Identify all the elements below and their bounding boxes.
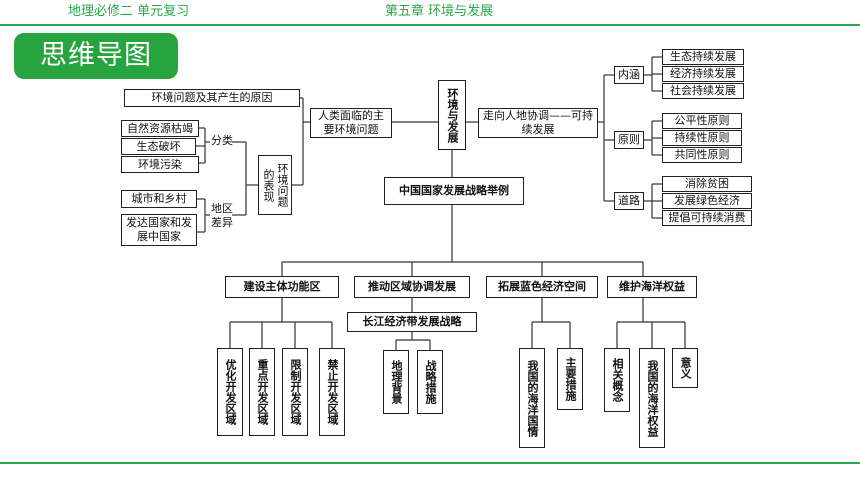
daolu-item-3: 提倡可持续消费: [662, 210, 752, 226]
diqu-item-2: 发达国家和发展中国家: [121, 214, 197, 246]
quyu-item-1: 地理背景: [383, 350, 409, 414]
daolu-item-2: 发展绿色经济: [662, 193, 752, 209]
header-center: 第五章 环境与发展: [385, 4, 494, 19]
strategy-node: 中国国家发展战略举例: [384, 177, 524, 205]
haiyang-item-3: 意义: [672, 348, 698, 388]
yuanze-item-2: 持续性原则: [662, 130, 742, 146]
group-label-yuanze: 原则: [614, 131, 644, 149]
quyu-item-2: 战略措施: [417, 350, 443, 414]
yuanze-item-1: 公平性原则: [662, 113, 742, 129]
zhuti-item-3: 限制开发区域: [282, 348, 308, 436]
fenlei-item-1: 自然资源枯竭: [121, 120, 199, 137]
zhuti-item-4: 禁止开发区域: [319, 348, 345, 436]
right-branch-title: 走向人地协调——可持续发展: [478, 108, 598, 138]
branch-lanse: 拓展蓝色经济空间: [486, 276, 598, 298]
footer-divider: [0, 462, 860, 464]
fenlei-item-2: 生态破坏: [121, 138, 196, 155]
lanse-item-1: 我国的海洋国情: [519, 348, 545, 448]
zhuti-item-2: 重点开发区域: [249, 348, 275, 436]
lanse-item-2: 主要措施: [557, 348, 583, 410]
group-label-daolu: 道路: [614, 192, 644, 210]
quyu-sub: 长江经济带发展战略: [347, 312, 477, 332]
header-left: 地理必修二 单元复习: [68, 4, 190, 19]
haiyang-item-1: 相关概念: [604, 348, 630, 412]
mind-map-badge: 思维导图: [14, 33, 178, 79]
zhuti-item-1: 优化开发区域: [217, 348, 243, 436]
diqu-item-1: 城市和乡村: [121, 190, 197, 208]
header-divider: [0, 24, 860, 26]
branch-quyu: 推动区域协调发展: [354, 276, 470, 298]
fenlei-item-3: 环境污染: [121, 156, 199, 173]
left-branch-title: 人类面临的主要环境问题: [310, 108, 392, 138]
neihan-item-2: 经济持续发展: [662, 66, 744, 82]
haiyang-item-2: 我国的海洋权益: [639, 348, 665, 448]
yuanze-item-3: 共同性原则: [662, 147, 742, 163]
diqu-label: 地区差异: [211, 202, 233, 229]
daolu-item-1: 消除贫困: [662, 176, 752, 192]
branch-haiyang: 维护海洋权益: [607, 276, 697, 298]
manifest-node: 环境问题的表现: [258, 155, 292, 215]
fenlei-label: 分类: [211, 134, 233, 147]
center-node: 环境与发展: [438, 80, 466, 150]
neihan-item-3: 社会持续发展: [662, 83, 744, 99]
group-label-neihan: 内涵: [614, 66, 644, 84]
cause-node: 环境问题及其产生的原因: [124, 89, 300, 107]
branch-zhuti: 建设主体功能区: [225, 276, 339, 298]
neihan-item-1: 生态持续发展: [662, 49, 744, 65]
